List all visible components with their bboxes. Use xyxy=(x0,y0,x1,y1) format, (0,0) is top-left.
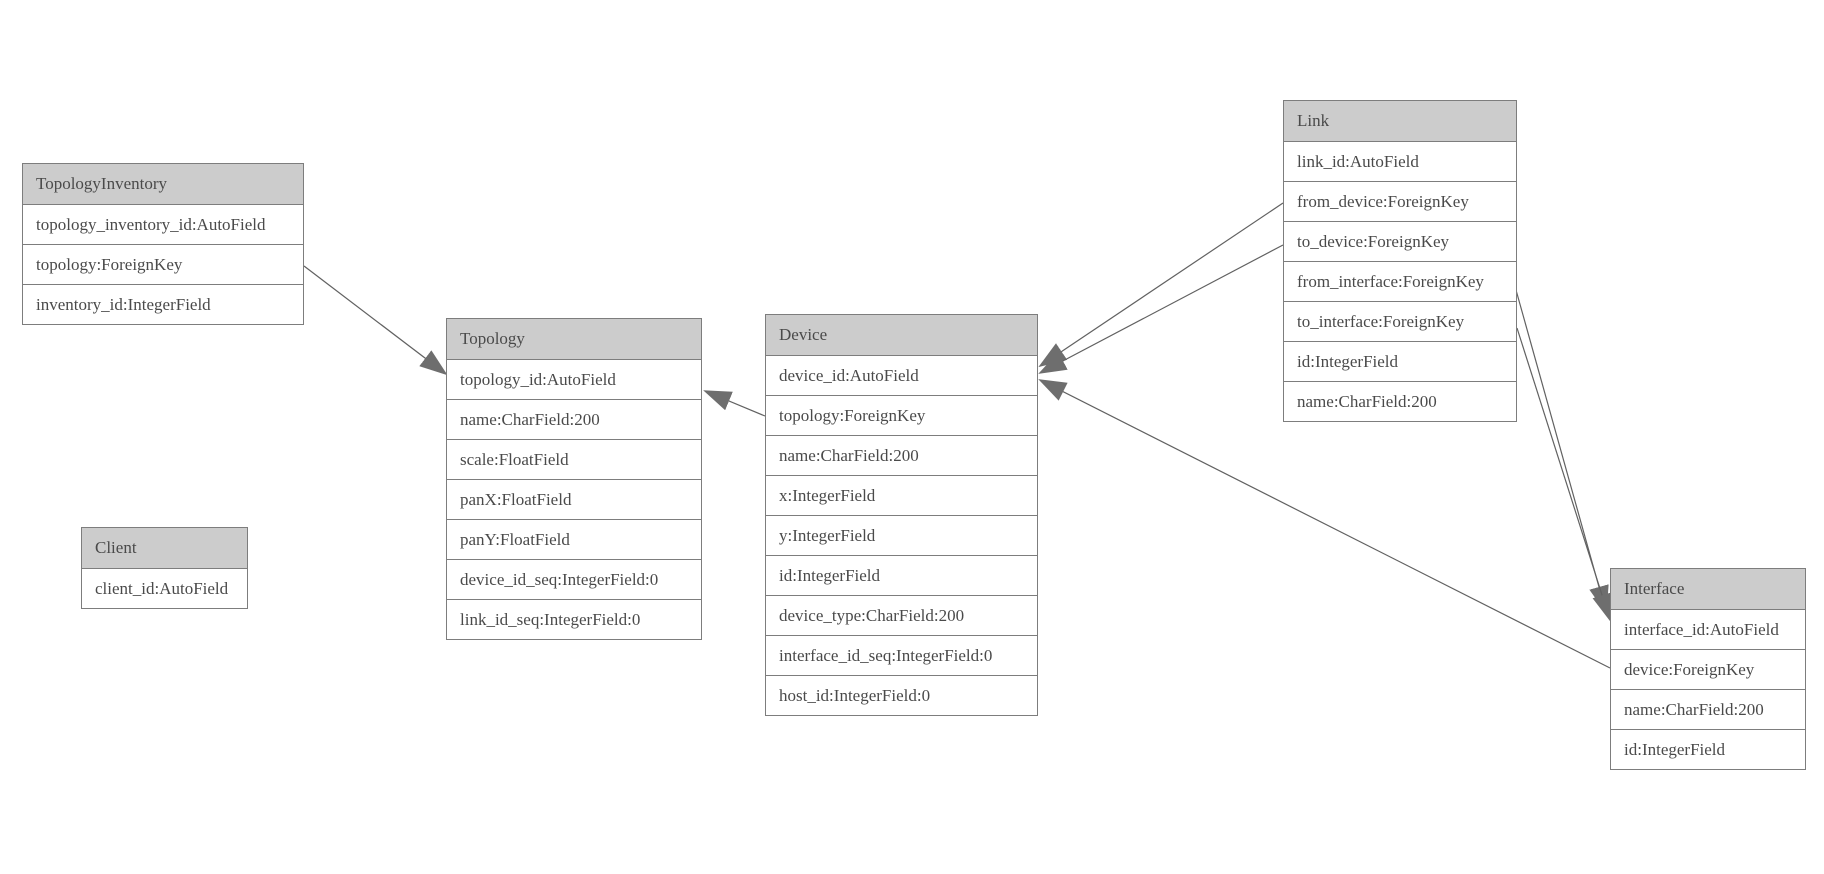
entity-header: Interface xyxy=(1611,569,1805,610)
entity-field: link_id_seq:IntegerField:0 xyxy=(447,600,701,639)
entity-field: panX:FloatField xyxy=(447,480,701,520)
entity-field: x:IntegerField xyxy=(766,476,1037,516)
entity-field: host_id:IntegerField:0 xyxy=(766,676,1037,715)
entity-field: inventory_id:IntegerField xyxy=(23,285,303,324)
entity-field: device_type:CharField:200 xyxy=(766,596,1037,636)
entity-field: from_device:ForeignKey xyxy=(1284,182,1516,222)
relationship-link-to-interface xyxy=(1516,327,1612,622)
entity-header: TopologyInventory xyxy=(23,164,303,205)
entity-field: interface_id_seq:IntegerField:0 xyxy=(766,636,1037,676)
entity-field: client_id:AutoField xyxy=(82,569,247,608)
relationship-link-from-interface xyxy=(1515,289,1609,614)
entity-field: device_id:AutoField xyxy=(766,356,1037,396)
entity-field: link_id:AutoField xyxy=(1284,142,1516,182)
entity-header: Client xyxy=(82,528,247,569)
entity-field: name:CharField:200 xyxy=(1284,382,1516,421)
entity-header: Topology xyxy=(447,319,701,360)
entity-field: id:IntegerField xyxy=(766,556,1037,596)
entity-field: name:CharField:200 xyxy=(1611,690,1805,730)
entity-field: name:CharField:200 xyxy=(766,436,1037,476)
entity-field: topology:ForeignKey xyxy=(766,396,1037,436)
entity-field: id:IntegerField xyxy=(1611,730,1805,769)
relationship-interface-device xyxy=(1038,379,1611,669)
relationship-link-from-device xyxy=(1038,202,1284,368)
entity-field: device:ForeignKey xyxy=(1611,650,1805,690)
entity-header: Link xyxy=(1284,101,1516,142)
entity-field: from_interface:ForeignKey xyxy=(1284,262,1516,302)
entity-field: topology_id:AutoField xyxy=(447,360,701,400)
relationship-link-to-device xyxy=(1038,244,1284,374)
entity-field: to_interface:ForeignKey xyxy=(1284,302,1516,342)
entity-field: panY:FloatField xyxy=(447,520,701,560)
entity-field: scale:FloatField xyxy=(447,440,701,480)
entity-field: topology:ForeignKey xyxy=(23,245,303,285)
entity-field: topology_inventory_id:AutoField xyxy=(23,205,303,245)
entity-field: id:IntegerField xyxy=(1284,342,1516,382)
entity-field: to_device:ForeignKey xyxy=(1284,222,1516,262)
entity-field: y:IntegerField xyxy=(766,516,1037,556)
entity-header: Device xyxy=(766,315,1037,356)
entity-field: device_id_seq:IntegerField:0 xyxy=(447,560,701,600)
entity-field: name:CharField:200 xyxy=(447,400,701,440)
relationship-topologyinventory-topology xyxy=(303,265,448,376)
entity-field: interface_id:AutoField xyxy=(1611,610,1805,650)
relationship-device-topology xyxy=(703,390,766,417)
